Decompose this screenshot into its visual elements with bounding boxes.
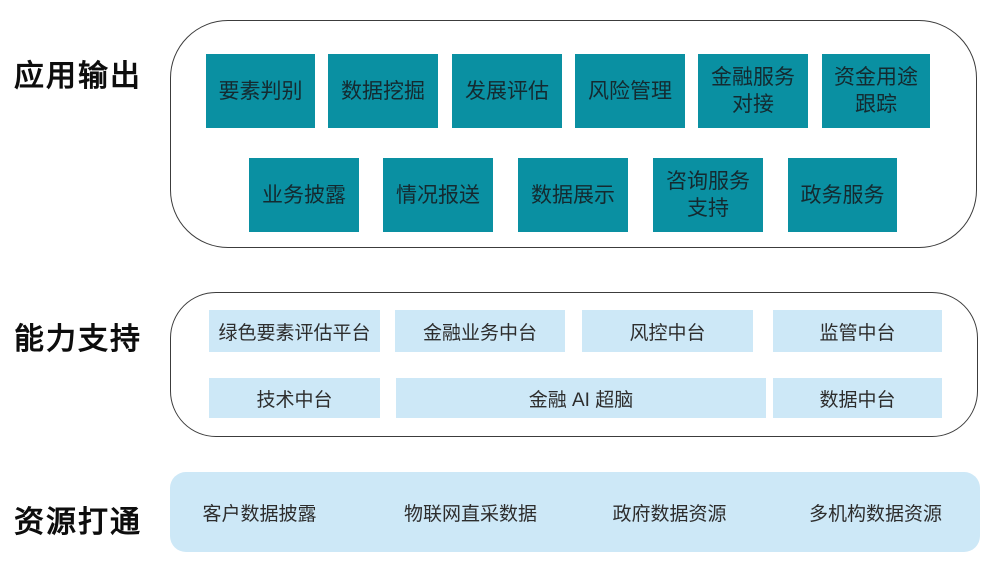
capability-box-regulation-middle-platform: 监管中台 [773,310,942,352]
capability-box-green-factor-evaluation-platform: 绿色要素评估平台 [209,310,380,352]
resource-item-multi-institution-data-resources: 多机构数据资源 [808,503,942,525]
resource-item-government-data-resources: 政府数据资源 [612,503,727,525]
resource-connection-panel [170,472,980,552]
app-box-business-disclosure: 业务披露 [249,158,359,232]
resource-item-iot-direct-data: 物联网直采数据 [403,503,537,525]
app-box-government-affairs-service: 政务服务 [788,158,897,232]
section-label-capability-support: 能力支持 [14,323,142,356]
capability-box-risk-control-middle-platform: 风控中台 [582,310,753,352]
resource-item-customer-data-disclosure: 客户数据披露 [202,503,317,525]
capability-box-data-middle-platform: 数据中台 [773,378,942,418]
app-box-risk-management: 风险管理 [575,54,685,128]
app-box-data-display: 数据展示 [518,158,628,232]
capability-box-financial-ai-superbrain: 金融 AI 超脑 [396,378,766,418]
capability-box-technology-middle-platform: 技术中台 [209,378,380,418]
app-box-development-evaluation: 发展评估 [452,54,562,128]
app-box-data-mining: 数据挖掘 [328,54,438,128]
app-box-fund-usage-tracking: 资金用途 跟踪 [822,54,930,128]
section-label-application-output: 应用输出 [14,60,142,93]
app-box-consulting-service-support: 咨询服务 支持 [653,158,763,232]
capability-box-financial-business-middle-platform: 金融业务中台 [395,310,565,352]
app-box-situation-reporting: 情况报送 [383,158,493,232]
section-label-resource-connection: 资源打通 [14,506,142,539]
app-box-financial-service-connection: 金融服务 对接 [698,54,808,128]
app-box-factor-identification: 要素判别 [206,54,315,128]
